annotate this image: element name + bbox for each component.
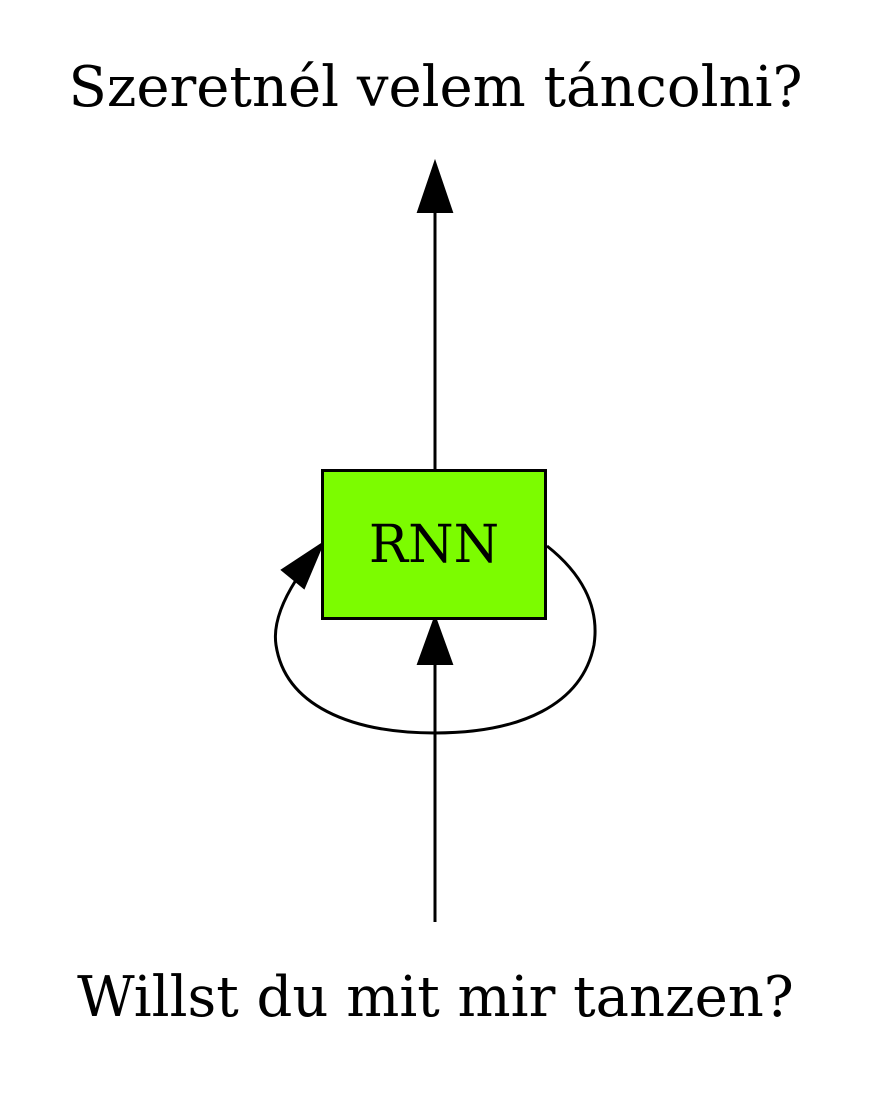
rnn-node: RNN [321,469,547,620]
arrowhead-input [416,614,454,665]
edge-self-loop [273,544,597,735]
arrowhead-output [416,158,454,213]
rnn-node-label: RNN [368,514,500,575]
output-sequence-label: Szeretnél velem táncolni? [68,55,803,120]
input-sequence-label: Willst du mit mir tanzen? [77,965,794,1030]
arrowhead-self-loop [280,540,326,590]
